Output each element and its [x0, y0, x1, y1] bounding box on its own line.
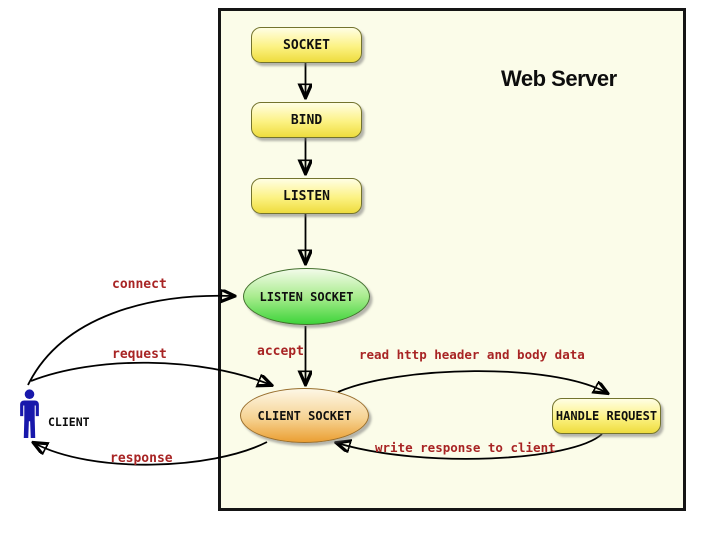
- node-socket: SOCKET: [251, 27, 362, 63]
- node-handle-request-label: HANDLE REQUEST: [555, 409, 658, 423]
- node-bind: BIND: [251, 102, 362, 138]
- edge-label-request: request: [112, 347, 167, 362]
- node-handle-request: HANDLE REQUEST: [552, 398, 661, 434]
- edge-label-response: response: [110, 451, 173, 466]
- node-listen-socket: LISTEN SOCKET: [243, 268, 370, 325]
- edge-connect-arrow: [27, 296, 234, 386]
- node-listen: LISTEN: [251, 178, 362, 214]
- node-listen-label: LISTEN: [283, 188, 330, 204]
- web-server-title: Web Server: [501, 66, 617, 91]
- node-listen-socket-label: LISTEN SOCKET: [259, 289, 354, 304]
- edge-label-connect: connect: [112, 277, 167, 292]
- client-person-icon: [20, 389, 39, 438]
- edge-label-accept: accept: [257, 344, 304, 359]
- node-client-socket: CLIENT SOCKET: [240, 388, 369, 443]
- node-socket-label: SOCKET: [283, 37, 330, 53]
- node-bind-label: BIND: [290, 112, 323, 128]
- client-actor-label: CLIENT: [48, 415, 90, 429]
- edge-label-write-response: write response to client: [375, 440, 556, 455]
- node-client-socket-label: CLIENT SOCKET: [257, 408, 352, 423]
- edge-label-read-http: read http header and body data: [359, 347, 585, 362]
